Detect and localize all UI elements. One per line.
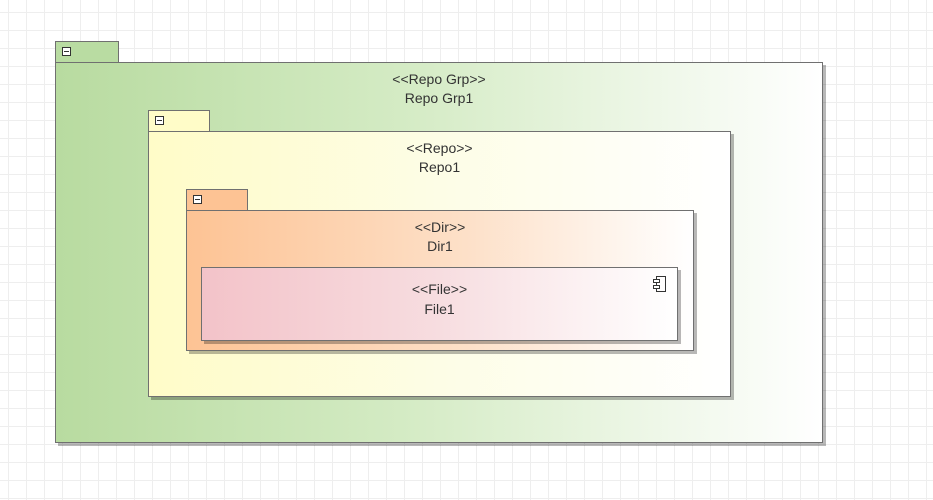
dir-name: Dir1 xyxy=(427,238,453,254)
repo-group-name: Repo Grp1 xyxy=(404,90,474,106)
repo-stereotype: <<Repo>> xyxy=(406,140,473,156)
dir-tab[interactable] xyxy=(186,189,248,211)
file-component[interactable]: <<File>> File1 xyxy=(201,267,678,341)
repo-group-tab[interactable] xyxy=(55,41,119,63)
repo-tab[interactable] xyxy=(148,110,210,132)
dir-stereotype: <<Dir>> xyxy=(414,219,466,235)
collapse-icon[interactable] xyxy=(193,195,202,204)
file-stereotype: <<File>> xyxy=(411,281,468,297)
collapse-icon[interactable] xyxy=(155,116,164,125)
component-icon xyxy=(653,276,666,292)
repo-group-stereotype: <<Repo Grp>> xyxy=(392,71,486,87)
collapse-icon[interactable] xyxy=(62,47,71,56)
repo-name: Repo1 xyxy=(418,159,461,175)
file-name: File1 xyxy=(424,301,455,317)
